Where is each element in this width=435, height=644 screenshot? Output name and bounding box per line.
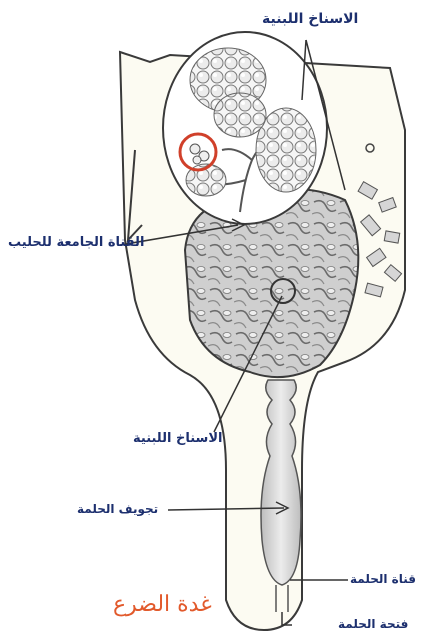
label-teat-cistern: تجويف الحلمة <box>77 503 158 515</box>
label-milk-duct: القناة الجامعة للحليب <box>8 236 144 249</box>
diagram-title: غدة الضرع <box>113 594 212 616</box>
label-alveoli-middle: الاسناخ اللبنية <box>133 432 222 445</box>
label-teat-canal: قناة الحلمة <box>350 573 416 585</box>
label-teat-opening: فتحة الحلمة <box>338 618 408 630</box>
teat-cistern <box>261 380 301 585</box>
label-alveoli-top: الاسناخ اللبنية <box>262 12 358 26</box>
